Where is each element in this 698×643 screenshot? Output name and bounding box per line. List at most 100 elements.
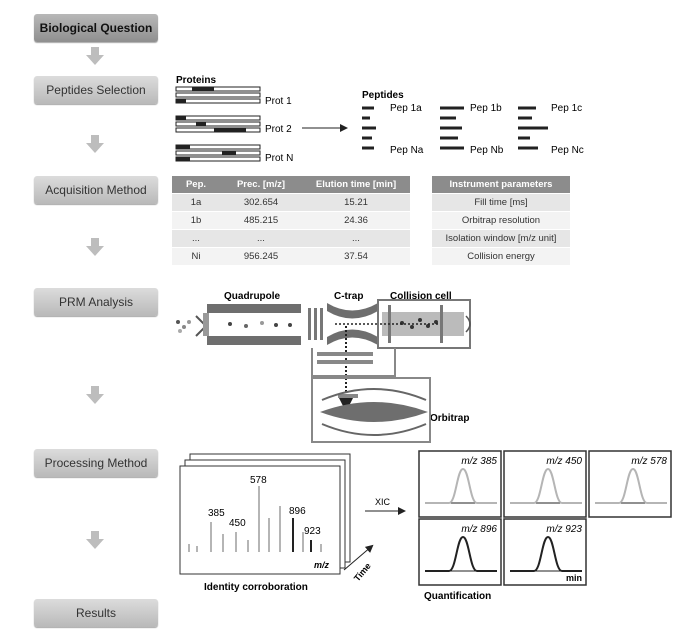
step-label: Processing Method	[44, 456, 148, 470]
peptide-segment	[192, 87, 214, 91]
quant-panel: m/z 578	[588, 450, 672, 518]
table-row: Collision energy	[432, 248, 570, 265]
table-row: 1a 302.654 15.21	[172, 194, 410, 211]
quant-panel: m/z 896	[418, 518, 502, 586]
protein-sequence-bar	[175, 98, 261, 104]
panel-frame	[588, 450, 672, 518]
cell: Ni	[172, 248, 220, 265]
xic-peak	[425, 535, 497, 572]
cell: 1a	[172, 194, 220, 211]
panel-title: m/z 896	[461, 524, 497, 535]
identity-label: Identity corroboration	[204, 582, 308, 593]
spectrum-peak	[258, 486, 260, 552]
peptide-bar	[362, 136, 372, 140]
spectrum-peak	[310, 540, 312, 552]
protein-sequence-bar	[175, 86, 261, 92]
peptide-label: Pep 1b	[470, 103, 502, 114]
table-row: Ni 956.245 37.54	[172, 248, 410, 265]
quant-panels: m/z 385 m/z 450 m/z 578 m/z 896 m/z 923	[418, 450, 672, 586]
peptide-bar	[440, 146, 464, 150]
peptide-segment	[196, 122, 206, 126]
down-arrow-icon	[86, 47, 104, 65]
spectrum-peak	[188, 544, 190, 552]
down-arrow-icon	[86, 531, 104, 549]
table-row: ... ... ...	[172, 230, 410, 247]
table-row: Isolation window [m/z unit]	[432, 230, 570, 247]
peak-label: 896	[289, 506, 306, 517]
xic-peak	[510, 535, 582, 572]
protein-label: Prot N	[265, 153, 293, 164]
peptide-bar	[518, 146, 538, 150]
peptide-bar	[440, 106, 464, 110]
peak-label: 578	[250, 475, 267, 486]
xic-peak	[425, 467, 497, 504]
spectrum-peak	[247, 540, 249, 552]
protein-label: Prot 1	[265, 96, 292, 107]
step-prm-analysis: PRM Analysis	[34, 288, 158, 316]
peak-label: 450	[229, 518, 246, 529]
xic-peak	[595, 467, 667, 504]
panel-title: m/z 385	[461, 456, 497, 467]
down-arrow-icon	[86, 386, 104, 404]
peptide-segment	[176, 99, 186, 103]
time-label: Time	[352, 561, 373, 583]
protein-sequence-bar	[175, 92, 261, 98]
time-arrow-icon	[343, 544, 374, 571]
spectrum-peak	[320, 544, 322, 552]
quant-panel: m/z 450	[503, 450, 587, 518]
ion-source-icon	[176, 315, 208, 337]
collision-cell-label: Collision cell	[390, 291, 452, 302]
step-processing-method: Processing Method	[34, 449, 158, 477]
orbitrap-label: Orbitrap	[430, 413, 469, 424]
peptide-bar	[440, 126, 462, 130]
quant-xlabel: min	[566, 573, 582, 583]
collision-cell-icon	[377, 299, 471, 349]
cell: 37.54	[302, 248, 410, 265]
panel-frame	[503, 450, 587, 518]
step-biological-question: Biological Question	[34, 14, 158, 42]
cell: 302.654	[220, 194, 302, 211]
protein-sequence-bar	[175, 121, 261, 127]
peptide-bar	[518, 126, 548, 130]
down-arrow-icon	[86, 135, 104, 153]
spectrum-peak	[279, 506, 281, 552]
peptide-bar	[362, 126, 376, 130]
protein-bars	[175, 86, 261, 162]
panel-title: m/z 923	[546, 524, 582, 535]
cell: 15.21	[302, 194, 410, 211]
ctrap-icon	[327, 303, 378, 345]
peptide-bar	[362, 146, 374, 150]
step-acquisition-method: Acquisition Method	[34, 176, 158, 204]
ctrap-label: C-trap	[334, 291, 363, 302]
protein-sequence-bar	[175, 115, 261, 121]
peptide-bar	[518, 106, 536, 110]
instrument-table: Instrument parameters Fill time [ms] Orb…	[432, 175, 570, 266]
table-row: 1b 485.215 24.36	[172, 212, 410, 229]
orbitrap-icon	[311, 348, 431, 443]
table-row: Fill time [ms]	[432, 194, 570, 211]
spectrum-bars	[188, 486, 322, 552]
protein-label: Prot 2	[265, 124, 292, 135]
down-arrow-icon	[86, 238, 104, 256]
spectrum-peak	[196, 546, 198, 552]
peptide-bar	[440, 136, 458, 140]
xic-label: XIC	[375, 497, 391, 507]
step-label: Peptides Selection	[46, 83, 146, 97]
peptide-label: Pep Na	[390, 145, 424, 156]
quadrupole-icon	[203, 304, 301, 345]
step-label: Biological Question	[39, 21, 153, 35]
spectrum-peak	[210, 522, 212, 552]
cell: 956.245	[220, 248, 302, 265]
peptide-segment	[176, 145, 190, 149]
peptide-label: Pep Nb	[470, 145, 504, 156]
protein-sequence-bar	[175, 150, 261, 156]
spectrum-peak	[292, 518, 294, 552]
table-row: Orbitrap resolution	[432, 212, 570, 229]
panel-frame	[418, 450, 502, 518]
panel-title: m/z 578	[631, 456, 667, 467]
peptides-title: Peptides	[362, 90, 404, 101]
cell: ...	[172, 230, 220, 247]
acquisition-table: Pep. Prec. [m/z] Elution time [min] 1a 3…	[172, 175, 410, 266]
step-label: PRM Analysis	[58, 295, 134, 309]
header-pep: Pep.	[172, 176, 220, 193]
